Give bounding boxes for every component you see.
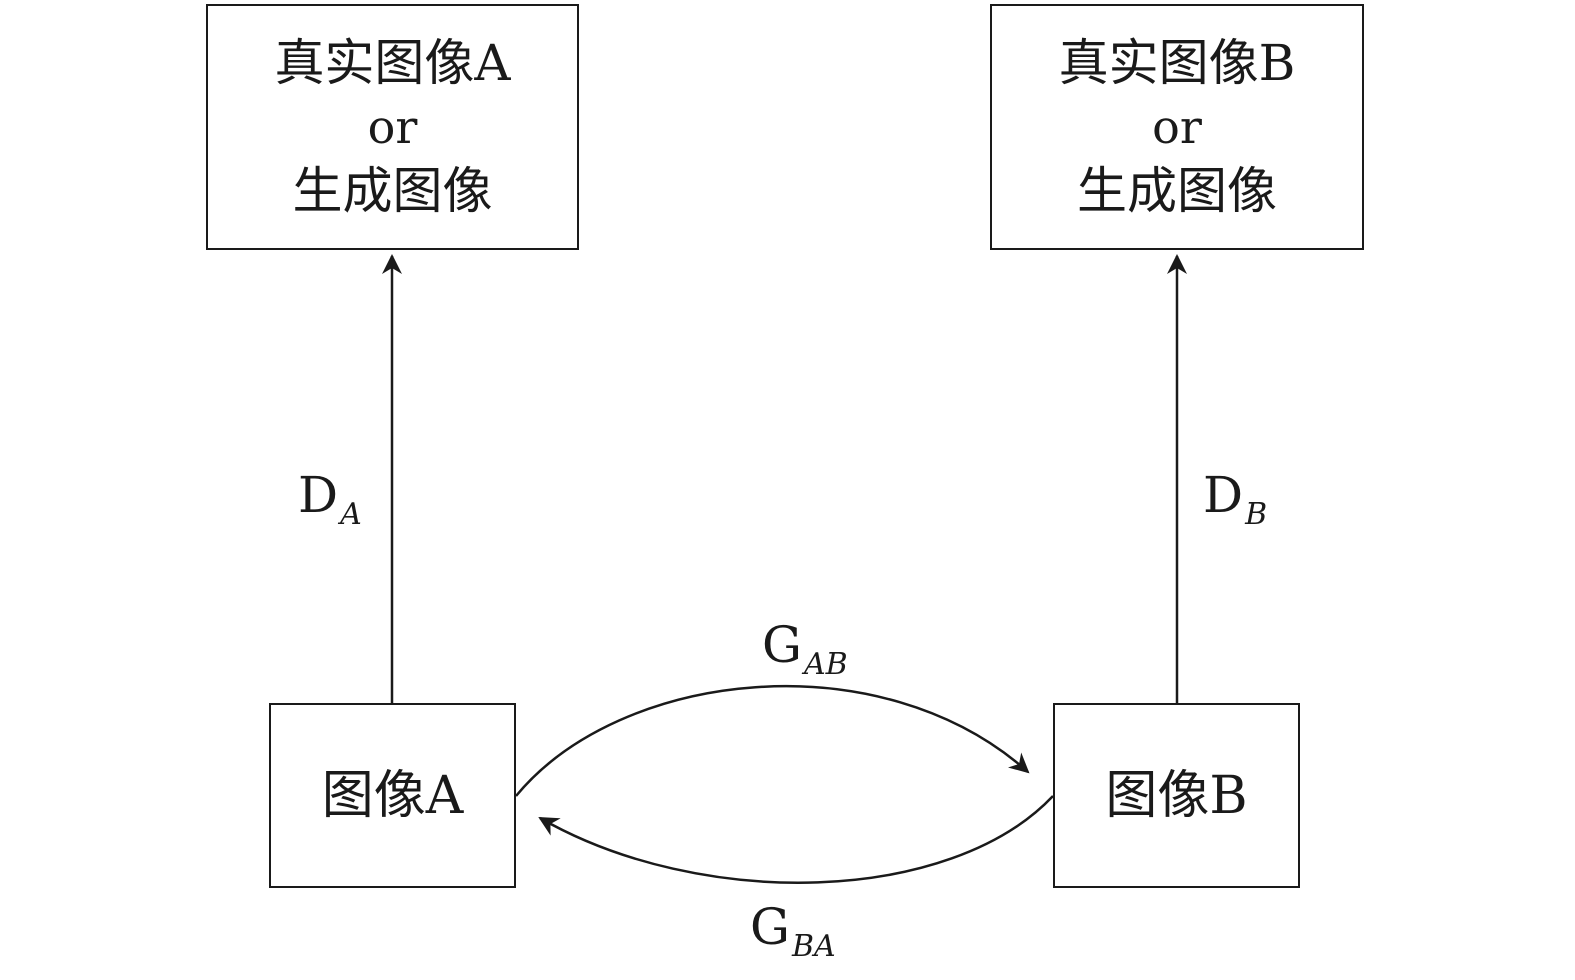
label-da-sub: A <box>340 497 362 532</box>
label-gba: GBA <box>750 898 836 964</box>
image-a-box: 图像A <box>269 703 516 888</box>
real-a-line2: or <box>367 100 418 154</box>
real-b-line1: 真实图像B <box>1058 34 1296 92</box>
arrow-gba <box>538 795 1054 884</box>
real-b-line2: or <box>1152 100 1202 154</box>
label-gba-main: G <box>750 898 790 956</box>
image-b-box: 图像B <box>1053 703 1300 888</box>
image-b-label: 图像B <box>1105 765 1248 826</box>
image-a-label: 图像A <box>321 765 464 826</box>
real-b-line3: 生成图像 <box>1077 162 1277 220</box>
real-a-line1: 真实图像A <box>274 34 511 92</box>
real-or-generated-b-box: 真实图像B or 生成图像 <box>990 4 1364 250</box>
arrow-gab <box>515 684 1030 797</box>
label-gab: GAB <box>762 616 848 682</box>
label-gba-sub: BA <box>791 929 836 964</box>
label-da: DA <box>298 466 362 532</box>
label-db-main: D <box>1203 466 1244 524</box>
label-da-main: D <box>298 466 339 524</box>
label-db-sub: B <box>1245 497 1268 532</box>
real-a-line3: 生成图像 <box>292 162 493 220</box>
label-gab-main: G <box>762 616 802 674</box>
label-gab-sub: AB <box>803 647 848 682</box>
label-db: DB <box>1203 466 1267 532</box>
real-or-generated-a-box: 真实图像A or 生成图像 <box>206 4 579 250</box>
